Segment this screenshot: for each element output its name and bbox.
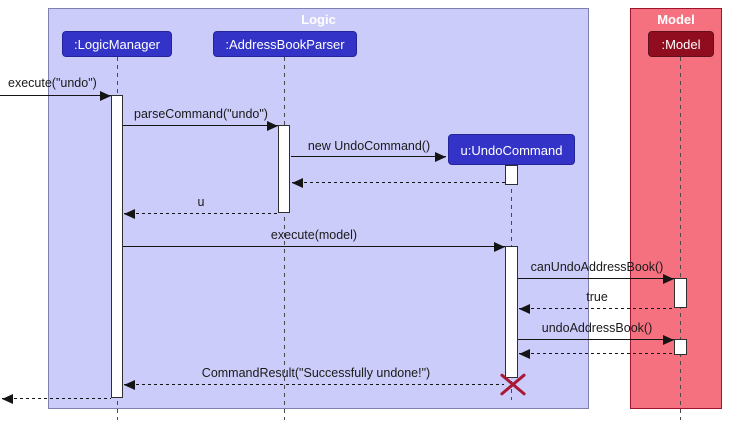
activation-undo-command-create xyxy=(505,165,518,185)
message-line-return-true xyxy=(519,308,674,310)
arrowhead xyxy=(124,380,135,390)
arrowhead xyxy=(292,178,303,188)
participant-model: :Model xyxy=(648,31,714,57)
message-label-execute-model: execute(model) xyxy=(270,228,358,242)
message-label-return-true: true xyxy=(586,290,608,304)
logic-frame-label: Logic xyxy=(301,12,336,27)
message-label-undo-address-book: undoAddressBook() xyxy=(541,321,653,335)
message-line-parse-command xyxy=(123,125,278,127)
arrowhead xyxy=(2,394,13,404)
arrowhead xyxy=(519,304,530,314)
participant-undo-command: u:UndoCommand xyxy=(448,134,575,165)
lifeline-address-book-parser xyxy=(284,57,286,420)
lifeline-model xyxy=(680,57,682,420)
arrowhead xyxy=(519,349,530,359)
message-line-execute-model xyxy=(123,246,505,248)
arrowhead xyxy=(663,274,674,284)
activation-logic-manager xyxy=(111,95,123,398)
arrowhead xyxy=(100,91,111,101)
message-line-command-result xyxy=(124,384,504,386)
activation-model-undo xyxy=(674,339,687,355)
message-label-execute-undo: execute("undo") xyxy=(8,76,97,90)
message-label-return-u: u xyxy=(197,195,205,209)
message-label-parse-command: parseCommand("undo") xyxy=(134,107,268,121)
arrowhead xyxy=(267,121,278,131)
message-label-command-result: CommandResult("Successfully undone!") xyxy=(201,366,431,380)
message-line-execute-undo xyxy=(0,95,111,97)
logic-frame: Logic xyxy=(48,8,589,409)
arrowhead xyxy=(435,152,446,162)
arrowhead xyxy=(494,242,505,252)
activation-address-book-parser xyxy=(278,125,290,213)
message-line-undo-address-book xyxy=(518,339,674,341)
arrowhead xyxy=(663,335,674,345)
message-line-return-u xyxy=(124,213,278,215)
message-line-return-new-undo-command xyxy=(292,182,505,184)
message-line-new-undo-command xyxy=(291,156,446,158)
arrowhead xyxy=(124,209,135,219)
message-line-return-undo-address-book xyxy=(519,353,674,355)
model-frame-label: Model xyxy=(657,12,695,27)
message-label-new-undo-command: new UndoCommand() xyxy=(307,139,431,153)
message-line-return-to-caller xyxy=(2,398,111,400)
message-label-can-undo: canUndoAddressBook() xyxy=(530,260,664,274)
message-line-can-undo xyxy=(518,278,674,280)
destroy-marker-icon xyxy=(499,373,526,397)
participant-address-book-parser: :AddressBookParser xyxy=(213,31,357,57)
participant-logic-manager: :LogicManager xyxy=(62,31,172,57)
activation-undo-command-execute xyxy=(505,246,518,378)
activation-model-can-undo xyxy=(674,278,687,308)
